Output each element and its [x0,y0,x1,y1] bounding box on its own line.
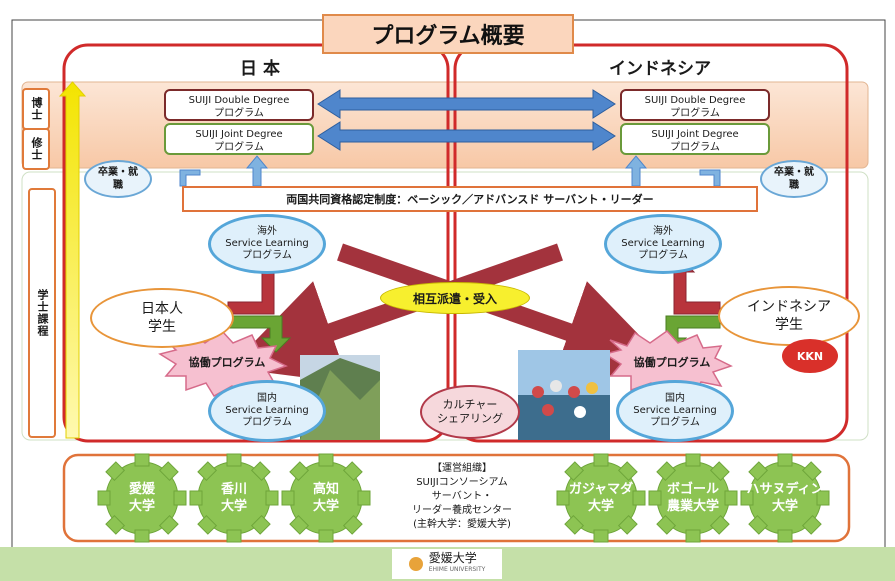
org-l5: (主幹大学：愛媛大学) [413,519,511,530]
domestic-sl-left-l1: 国内 [257,393,277,404]
org-l4: リーダー養成センター [412,505,512,516]
overseas-sl-left-l1: 海外 [257,226,277,237]
overseas-sl-right: 海外 Service Learning プログラム [604,214,722,274]
logo-text: 愛媛大学 [428,551,477,565]
double-degree-left-l2: プログラム [214,108,264,119]
domestic-sl-right-l3: プログラム [650,417,700,428]
org-l2: SUIJIコンソーシアム [416,477,508,488]
university-kochi-l1: 高知 [312,482,339,497]
up-arrows [179,155,721,187]
joint-degree-left-l2: プログラム [214,142,264,153]
yellow-progress-arrow [58,81,87,439]
doctor-label: 博士 [22,88,50,130]
overseas-sl-left-l2: Service Learning [225,238,309,249]
university-ehime: 愛媛 大学 [106,478,178,518]
graduation-left: 卒業・就職 [84,160,152,198]
university-ehime-l1: 愛媛 [128,482,155,497]
double-degree-arrow [317,89,616,119]
double-degree-right: SUIJI Double Degree プログラム [620,89,770,121]
culture-sharing-l2: シェアリング [437,412,503,425]
indonesian-students-l2: 学生 [775,317,803,333]
japan-label: 日 本 [240,59,280,79]
logo-subtext: EHIME UNIVERSITY [428,566,486,573]
university-gadjah-mada-l1: ガジャマダ [568,482,634,497]
university-kochi: 高知 大学 [290,478,362,518]
collab-right-label: 協働プログラム [633,356,711,369]
overseas-sl-right-l2: Service Learning [621,238,705,249]
domestic-sl-right-l2: Service Learning [633,405,717,416]
ehime-university-logo: 愛媛大学 EHIME UNIVERSITY [392,549,502,579]
domestic-sl-left-l3: プログラム [242,417,292,428]
collab-burst-right [603,330,733,398]
photo-group [518,350,610,440]
university-bogor: ボゴール 農業大学 [653,478,733,518]
joint-degree-left-l1: SUIJI Joint Degree [195,129,283,140]
overseas-sl-left-l3: プログラム [242,250,292,261]
joint-degree-arrow [317,121,616,151]
overseas-sl-right-l1: 海外 [653,226,673,237]
japanese-students-l1: 日本人 [141,301,183,317]
logo-mark-icon [408,557,423,571]
joint-degree-right-l2: プログラム [670,142,720,153]
culture-sharing: カルチャー シェアリング [420,385,520,439]
university-hasanuddin-l2: 大学 [771,499,798,514]
joint-degree-right-l1: SUIJI Joint Degree [651,129,739,140]
domestic-sl-right: 国内 Service Learning プログラム [616,380,734,442]
culture-sharing-l1: カルチャー [442,398,498,411]
university-kagawa: 香川 大学 [198,478,270,518]
domestic-sl-left: 国内 Service Learning プログラム [208,380,326,442]
overseas-sl-right-l3: プログラム [638,250,688,261]
domestic-sl-right-l1: 国内 [665,393,685,404]
university-bogor-l2: 農業大学 [666,499,719,514]
double-degree-left: SUIJI Double Degree プログラム [164,89,314,121]
indonesia-label: インドネシア [609,59,711,79]
page-title: プログラム概要 [322,14,574,54]
undergrad-label: 学士課程 [28,188,56,438]
graduation-right: 卒業・就職 [760,160,828,198]
double-degree-left-l1: SUIJI Double Degree [188,95,290,106]
domestic-sl-left-l2: Service Learning [225,405,309,416]
university-kochi-l2: 大学 [312,499,339,514]
double-degree-right-l2: プログラム [670,108,720,119]
indonesian-students-l1: インドネシア [747,299,831,315]
indonesian-students: インドネシア 学生 [718,286,860,346]
university-gadjah-mada: ガジャマダ 大学 [561,478,641,518]
gears [97,453,830,543]
organization-center: 【運営組織】 SUIJIコンソーシアム サーバント・ リーダー養成センター (主… [372,462,552,532]
university-bogor-l1: ボゴール [666,482,719,497]
university-kagawa-l1: 香川 [220,482,247,497]
graduation-right-text: 卒業・就職 [774,167,814,191]
certification-band: 両国共同資格認定制度：ベーシック／アドバンスド サーバント・リーダー [182,186,758,212]
org-l1: 【運営組織】 [432,463,492,474]
university-kagawa-l2: 大学 [220,499,247,514]
japanese-students: 日本人 学生 [90,288,234,348]
japanese-students-l2: 学生 [148,319,176,335]
graduation-left-text: 卒業・就職 [98,167,138,191]
org-l3: サーバント・ [431,491,493,502]
indonesia-frame [453,43,849,443]
university-gadjah-mada-l2: 大学 [587,499,614,514]
collab-left-label: 協働プログラム [188,356,266,369]
double-degree-right-l1: SUIJI Double Degree [644,95,746,106]
joint-degree-right: SUIJI Joint Degree プログラム [620,123,770,155]
university-hasanuddin-l1: ハサヌディン [746,482,824,497]
mutual-exchange: 相互派遣・受入 [380,282,530,314]
kkn-badge: KKN [782,339,838,373]
overseas-sl-left: 海外 Service Learning プログラム [208,214,326,274]
university-ehime-l2: 大学 [128,499,155,514]
joint-degree-left: SUIJI Joint Degree プログラム [164,123,314,155]
university-hasanuddin: ハサヌディン 大学 [741,478,829,518]
master-label: 修士 [22,128,50,170]
